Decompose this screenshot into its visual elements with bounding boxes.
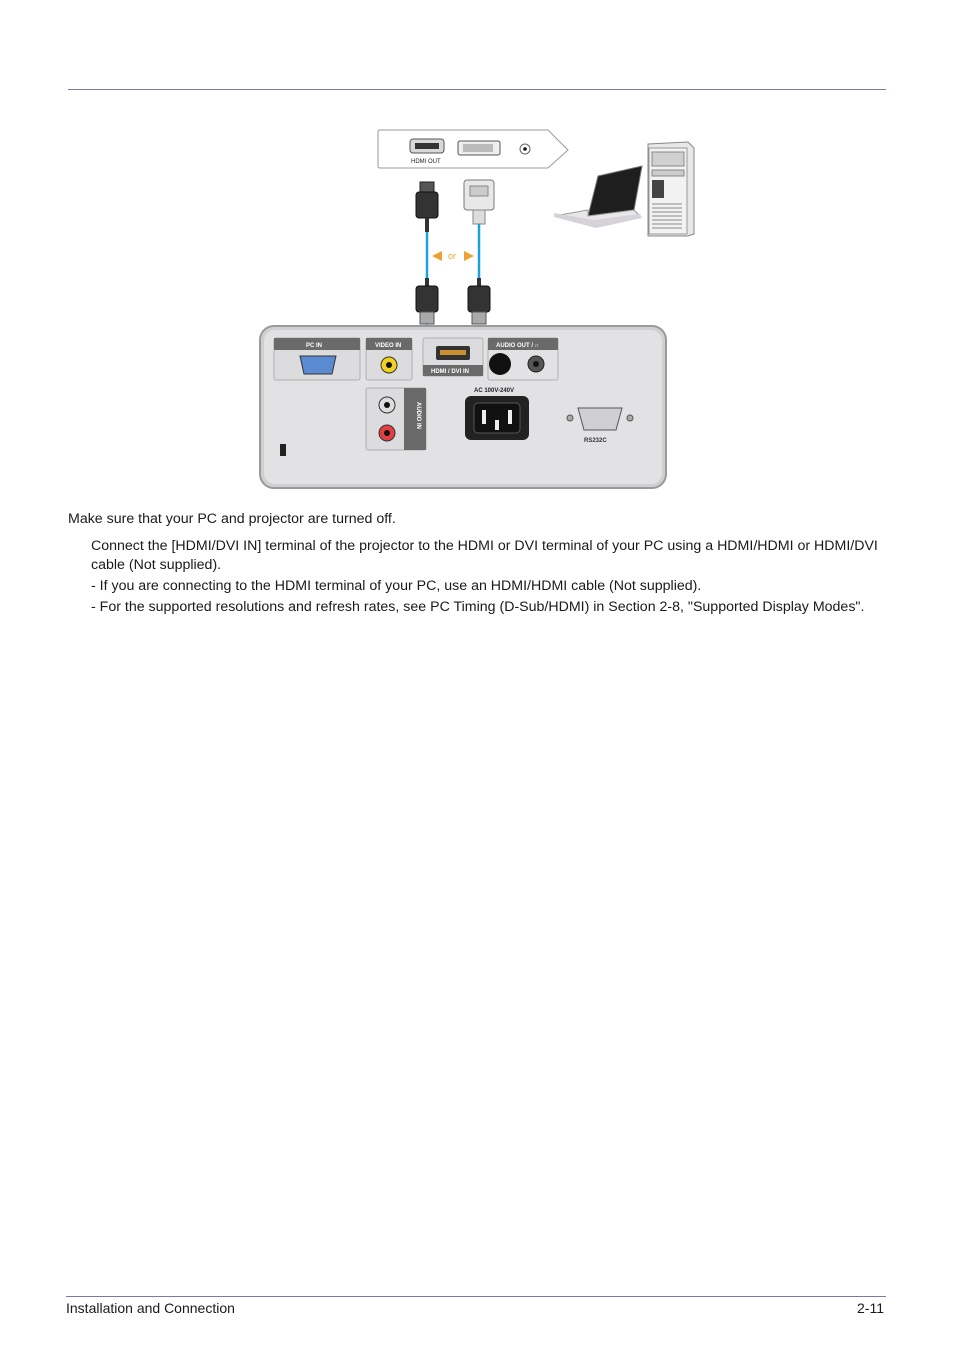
footer-section-title: Installation and Connection xyxy=(66,1300,235,1316)
hdmi-cable xyxy=(415,181,439,325)
audio-in-label: AUDIO IN xyxy=(415,402,421,429)
ir-sensor-icon xyxy=(489,353,511,375)
hdmi-dvi-in-label: HDMI / DVI IN xyxy=(431,369,469,375)
kensington-lock-icon xyxy=(280,444,286,456)
projector-rear-panel: PC IN VIDEO IN HDMI / DVI IN AUDIO OUT /… xyxy=(259,325,667,489)
rs232c-label: RS232C xyxy=(584,438,607,444)
desktop-tower-icon xyxy=(647,141,695,237)
rs232c-port-icon xyxy=(577,407,623,431)
dvi-hdmi-cable xyxy=(463,179,495,325)
pc-port-panel: HDMI OUT xyxy=(377,129,569,169)
step-paragraph: Connect the [HDMI/DVI IN] terminal of th… xyxy=(91,538,878,573)
connection-diagram: HDMI OUT xyxy=(259,129,695,489)
note-hdmi-cable: - If you are connecting to the HDMI term… xyxy=(91,578,702,594)
audio-out-label: AUDIO OUT / ∩ xyxy=(496,343,539,349)
or-indicator: or xyxy=(432,251,474,261)
footer-page-number: 2-11 xyxy=(857,1300,884,1316)
intro-paragraph: Make sure that your PC and projector are… xyxy=(68,511,396,527)
video-in-label: VIDEO IN xyxy=(375,343,401,349)
note-display-modes: - For the supported resolutions and refr… xyxy=(91,599,865,615)
laptop-icon xyxy=(553,165,643,228)
vga-port-icon xyxy=(299,355,337,375)
header-rule xyxy=(68,89,886,90)
power-label: AC 100V-240V xyxy=(474,388,514,394)
footer-rule xyxy=(66,1296,886,1297)
hdmi-out-label: HDMI OUT xyxy=(411,159,441,165)
pc-in-label: PC IN xyxy=(306,343,322,349)
or-label: or xyxy=(448,251,456,261)
